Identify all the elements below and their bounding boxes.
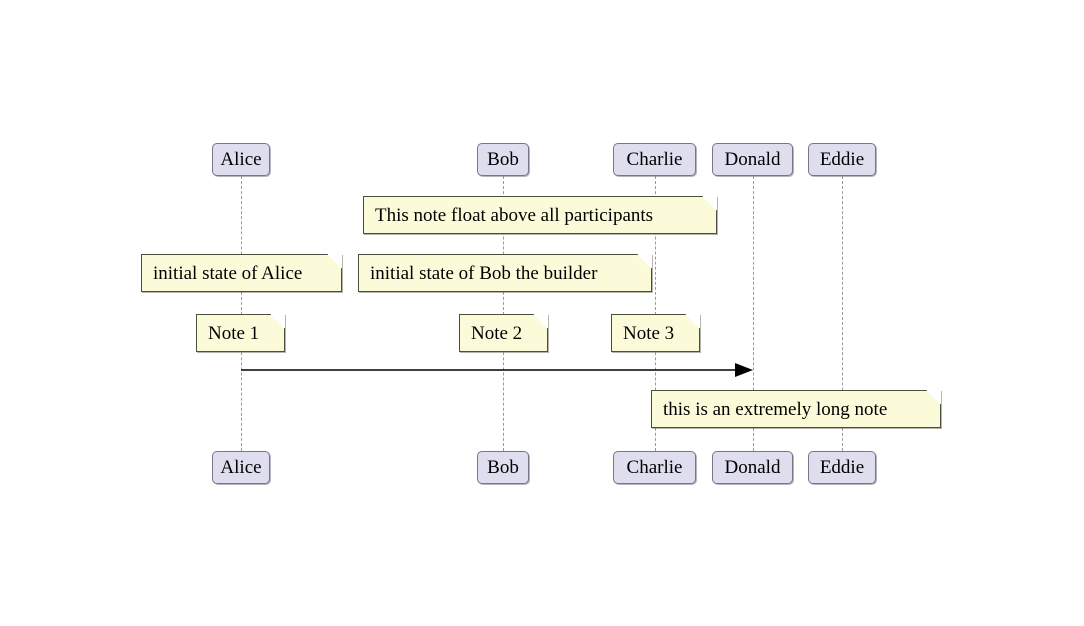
participant-box-eddie-top[interactable]: Eddie [808,143,876,176]
participant-label: Donald [724,149,781,170]
note-3[interactable]: Note 3 [611,314,700,352]
participant-label: Alice [220,149,262,170]
lifeline-eddie [842,176,843,451]
participant-box-charlie-bottom[interactable]: Charlie [613,451,696,484]
participant-box-charlie-top[interactable]: Charlie [613,143,696,176]
participant-box-alice-top[interactable]: Alice [212,143,270,176]
note-text: This note float above all participants [375,204,654,226]
participant-box-eddie-bottom[interactable]: Eddie [808,451,876,484]
note-text: Note 1 [208,322,260,344]
participant-box-bob-bottom[interactable]: Bob [477,451,529,484]
note-1[interactable]: Note 1 [196,314,285,352]
participant-label: Bob [487,457,519,478]
note-text: Note 2 [471,322,523,344]
note-text: Note 3 [623,322,675,344]
participant-box-donald-top[interactable]: Donald [712,143,793,176]
note-over-all-participants[interactable]: This note float above all participants [363,196,717,234]
note-extremely-long[interactable]: this is an extremely long note [651,390,941,428]
participant-label: Donald [724,457,781,478]
message-arrowhead-icon [735,363,753,377]
lifeline-donald [753,176,754,451]
note-fold-corner-icon [702,196,717,211]
participant-label: Charlie [626,149,683,170]
message-arrow-alice-to-donald[interactable] [235,356,765,384]
note-text: initial state of Bob the builder [370,262,598,284]
lifeline-charlie [655,176,656,451]
participant-label: Alice [220,457,262,478]
lifeline-bob [503,176,504,451]
participant-label: Eddie [819,457,865,478]
note-initial-state-bob[interactable]: initial state of Bob the builder [358,254,652,292]
participant-label: Eddie [819,149,865,170]
participant-label: Charlie [626,457,683,478]
note-fold-corner-icon [637,254,652,269]
participant-box-bob-top[interactable]: Bob [477,143,529,176]
lifeline-alice [241,176,242,451]
note-fold-corner-icon [926,390,941,405]
note-text: initial state of Alice [153,262,303,284]
note-initial-state-alice[interactable]: initial state of Alice [141,254,342,292]
note-2[interactable]: Note 2 [459,314,548,352]
participant-box-donald-bottom[interactable]: Donald [712,451,793,484]
participant-label: Bob [487,149,519,170]
participant-box-alice-bottom[interactable]: Alice [212,451,270,484]
note-text: this is an extremely long note [663,398,888,420]
note-fold-corner-icon [327,254,342,269]
